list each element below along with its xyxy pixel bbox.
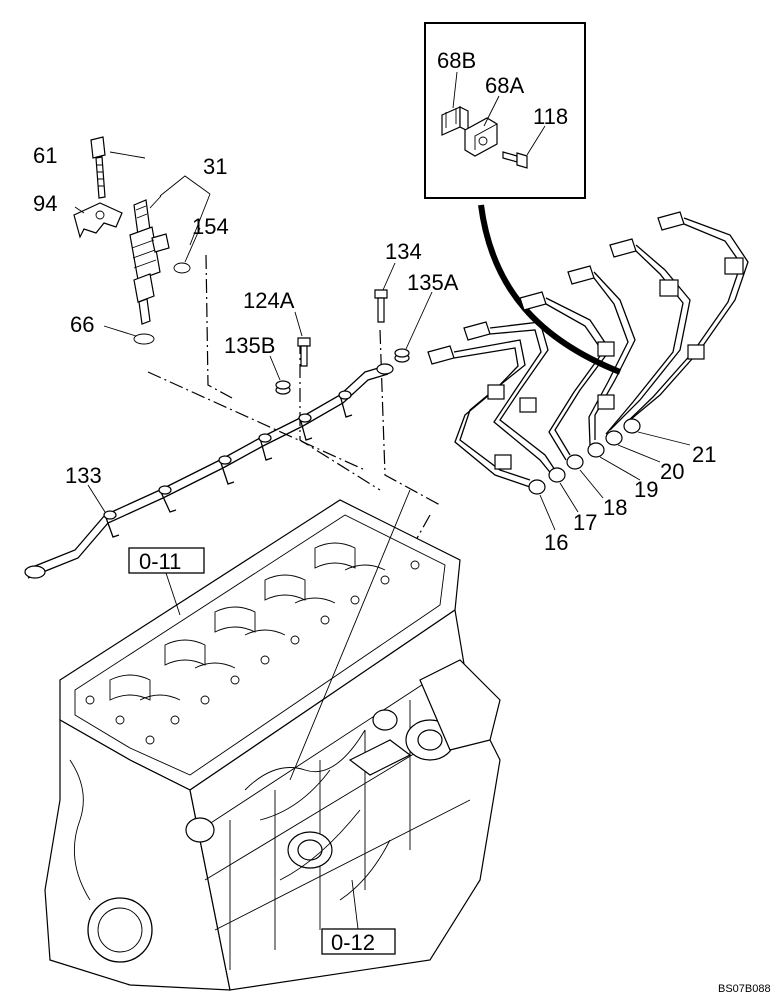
callout-135A: 135A (407, 270, 459, 295)
alignment-line-d (299, 340, 381, 491)
reference-0-11: 0-11 (128, 547, 205, 616)
injector-assembly: 61 94 31 154 66 (33, 136, 229, 345)
drawing-code: BS07B088 (718, 983, 771, 995)
callout-16: 16 (544, 530, 568, 555)
callout-20: 20 (660, 459, 684, 484)
callout-18: 18 (603, 495, 627, 520)
callout-19: 19 (634, 477, 658, 502)
alignment-line-c (379, 329, 441, 506)
callout-94: 94 (33, 191, 57, 216)
detail-inset: 68B 68A 118 (424, 22, 586, 199)
alignment-line-a (147, 371, 366, 471)
callout-134: 134 (385, 239, 422, 264)
callout-68A: 68A (485, 73, 524, 98)
callout-17: 17 (573, 510, 597, 535)
callout-133: 133 (65, 463, 102, 488)
reference-0-12: 0-12 (321, 879, 396, 955)
callout-31: 31 (203, 154, 227, 179)
callout-135B: 135B (224, 333, 275, 358)
alignment-line-b (205, 254, 233, 399)
callout-66: 66 (70, 312, 94, 337)
callout-21: 21 (692, 442, 716, 467)
injection-pipes: 16 17 18 19 20 21 (427, 211, 749, 555)
callout-154: 154 (192, 214, 229, 239)
reference-label-bottom: 0-12 (331, 930, 375, 955)
leak-off-pipe: 133 124A 135B 134 135A (24, 239, 459, 579)
callout-124A: 124A (243, 288, 295, 313)
reference-label-top: 0-11 (139, 549, 181, 574)
callout-118: 118 (533, 104, 568, 129)
callout-68B: 68B (437, 48, 476, 73)
callout-61: 61 (33, 143, 57, 168)
engine-block (44, 489, 501, 991)
